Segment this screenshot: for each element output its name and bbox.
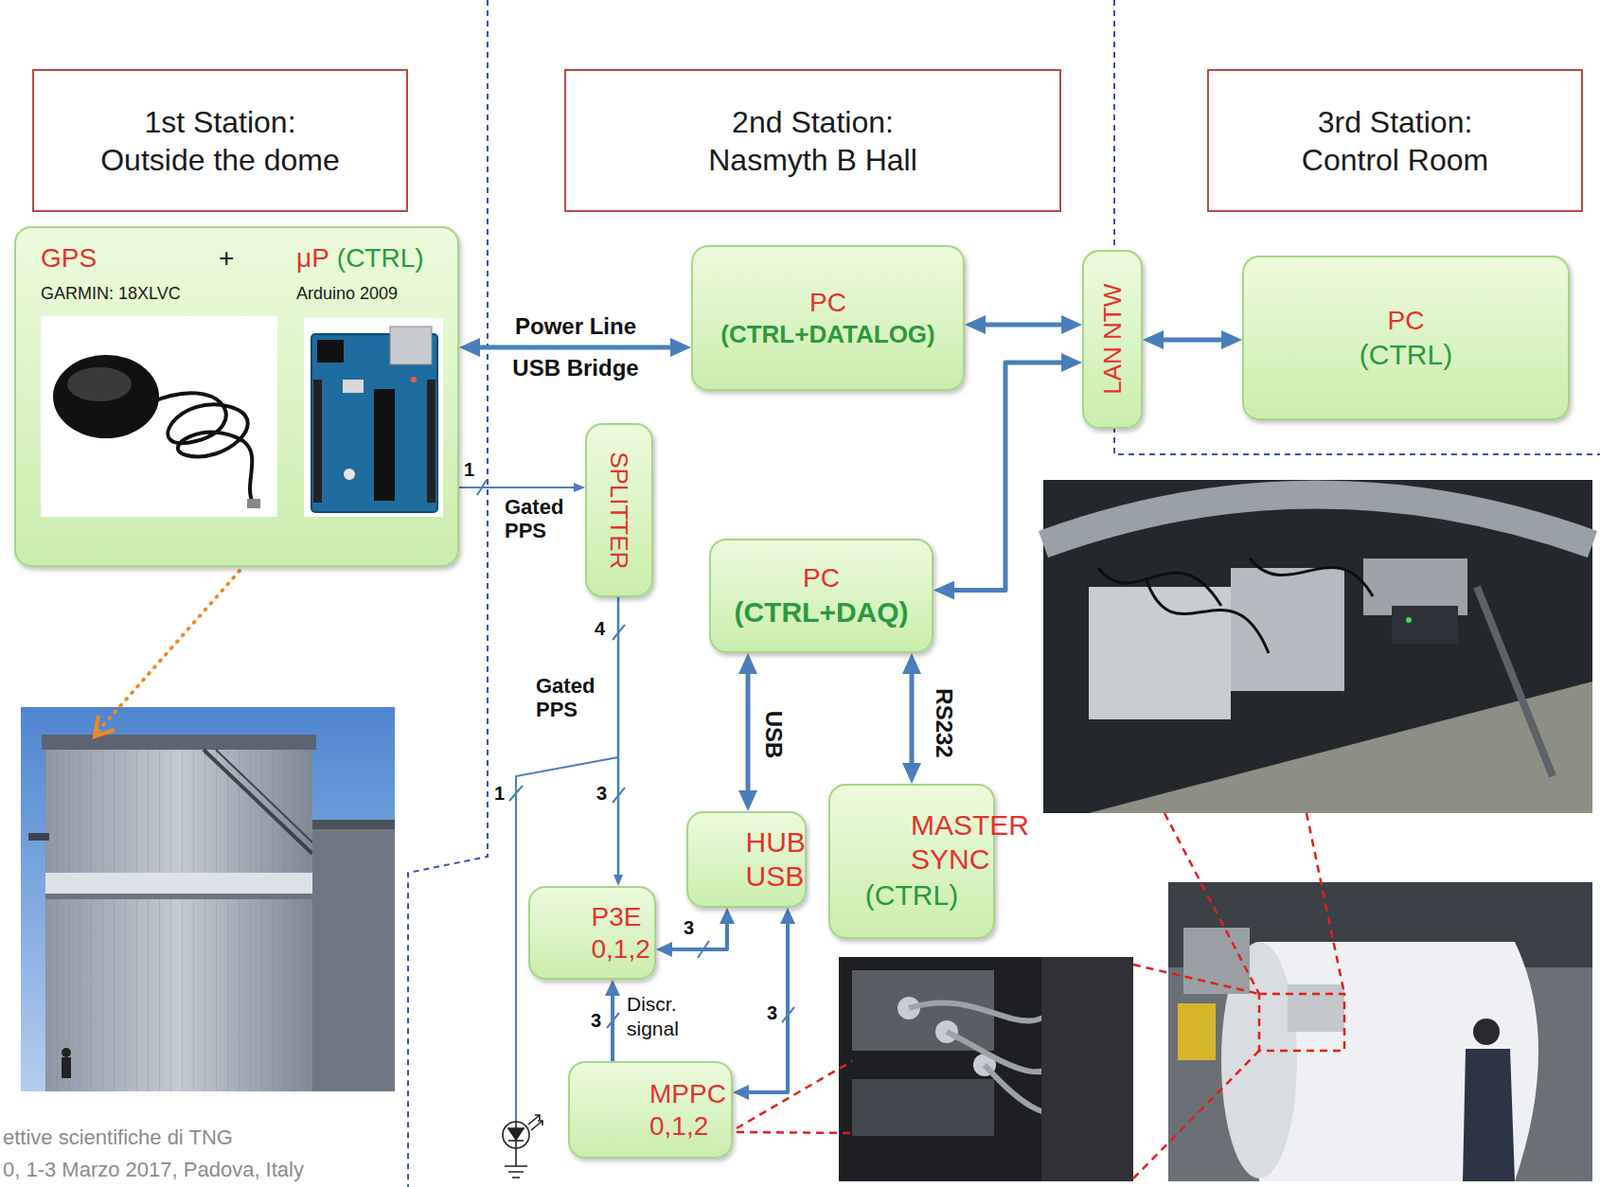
bus-width: 3 xyxy=(596,782,607,806)
location-pointer xyxy=(98,570,240,731)
connector xyxy=(985,322,1062,328)
station-title: 3rd Station: Control Room xyxy=(1300,103,1490,179)
bus-width: 1 xyxy=(463,458,475,482)
dome-photo xyxy=(20,707,395,1092)
pc-box: PC(CTRL+DATALOG) xyxy=(691,245,965,392)
signal-name: Gated PPS xyxy=(504,495,507,543)
bus-width: 3 xyxy=(590,1009,602,1033)
connector xyxy=(909,674,915,764)
photodiode-symbol xyxy=(502,1115,543,1178)
device-name: μP xyxy=(296,241,330,275)
device-name: PC xyxy=(802,561,840,595)
detector-box: MPPC 0,1,2 xyxy=(568,1061,733,1159)
role-tag: (CTRL) xyxy=(337,241,425,275)
connector xyxy=(617,597,621,875)
detector-photo xyxy=(838,957,1134,1182)
model-name: Arduino 2009 xyxy=(296,283,398,305)
connector xyxy=(748,924,788,1093)
link-label: RS232 xyxy=(928,688,958,758)
link-label: USB xyxy=(759,711,788,760)
gps-controller-box: GPS + μP(CTRL) GARMIN: 18XLVC Arduino 2009 xyxy=(14,226,460,568)
signal-name: Discr. signal xyxy=(626,992,629,1042)
device-photos xyxy=(16,228,462,569)
device-name: PC xyxy=(1387,303,1425,338)
watermark: ettive scientifiche di TNG xyxy=(2,1124,233,1152)
role-tag: (CTRL+DAQ) xyxy=(733,594,908,631)
connector xyxy=(954,362,1062,591)
model-name: GARMIN: 18XLVC xyxy=(40,283,181,305)
text-row: μP(CTRL) xyxy=(296,241,425,275)
device-name: MPPC 0,1,2 xyxy=(649,1078,652,1143)
role-tag: (CTRL) xyxy=(1359,337,1453,374)
bus-width: 4 xyxy=(594,617,605,641)
bus-width: 3 xyxy=(766,1001,778,1026)
device-name: PC xyxy=(809,285,847,320)
role-tag: (CTRL) xyxy=(865,876,959,915)
station-box: 1st Station: Outside the dome xyxy=(32,69,409,213)
signal-name: Gated PPS xyxy=(535,674,538,722)
device-name: P3E 0,1,2 xyxy=(591,901,594,966)
station-separator xyxy=(408,0,488,1187)
connector xyxy=(480,345,671,351)
station-title: 1st Station: Outside the dome xyxy=(100,103,341,179)
pc-box: PC(CTRL+DAQ) xyxy=(709,538,934,654)
splitter-box: SPLITTER xyxy=(585,423,654,598)
watermark: 0, 1-3 Marzo 2017, Padova, Italy xyxy=(2,1156,304,1184)
device-name: MASTER SYNC xyxy=(910,808,913,877)
link-label: Power Line USB Bridge xyxy=(512,305,640,390)
station-box: 3rd Station: Control Room xyxy=(1207,69,1583,213)
role-tag: (CTRL+DATALOG) xyxy=(720,319,936,351)
connector xyxy=(459,486,574,489)
plus-sign: + xyxy=(218,241,234,275)
board-box: P3E 0,1,2 xyxy=(528,886,657,980)
station-title: 2nd Station: Nasmyth B Hall xyxy=(708,103,919,179)
sync-box: MASTER SYNC(CTRL) xyxy=(828,783,996,940)
bus-width: 3 xyxy=(683,916,694,941)
connector xyxy=(746,674,751,791)
hub-box: HUB USB xyxy=(686,811,807,908)
network-box: LAN NTW xyxy=(1082,249,1143,429)
station-separator xyxy=(1114,0,1600,455)
location-pointer-head xyxy=(94,715,115,737)
telescope-photo xyxy=(1168,882,1593,1182)
connector xyxy=(1163,337,1222,343)
instrument-photo xyxy=(1043,480,1593,814)
device-name: HUB USB xyxy=(746,825,748,894)
device-name: LAN NTW xyxy=(1097,284,1129,395)
connector xyxy=(610,995,615,1062)
station-box: 2nd Station: Nasmyth B Hall xyxy=(564,69,1062,213)
bus-width: 1 xyxy=(494,782,505,806)
device-name: SPLITTER xyxy=(604,451,636,569)
pc-box: PC(CTRL) xyxy=(1242,255,1570,421)
device-name: GPS xyxy=(40,241,97,275)
connector xyxy=(672,924,728,950)
